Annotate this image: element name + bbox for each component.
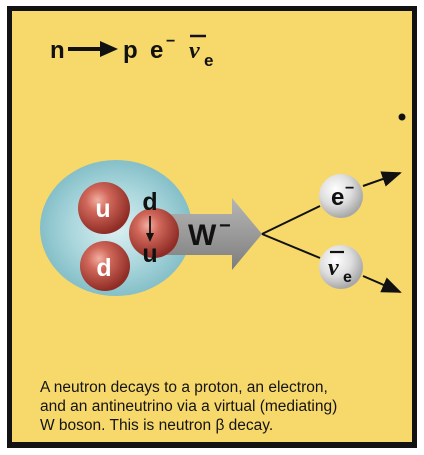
caption-line-1: A neutron decays to a proton, an electro…	[40, 379, 328, 396]
electron-charge: −	[345, 180, 354, 197]
decay-lines	[261, 171, 402, 293]
quark-d-bottom	[80, 241, 130, 291]
equation-neutron: n	[50, 37, 65, 64]
antineutrino-sub: e	[343, 269, 352, 286]
w-boson-arrow	[160, 198, 262, 270]
electron-label: e	[331, 184, 344, 211]
equation-arrow-icon	[68, 41, 118, 57]
caption-line-2: and an antineutrino via a virtual (media…	[40, 398, 338, 415]
equation-antineutrino: ν	[189, 38, 200, 64]
antineutrino-ball	[319, 245, 363, 289]
electron-arrow-icon	[362, 171, 402, 187]
antineutrino-arrow-icon	[362, 275, 402, 293]
quark-d-transforming-label: d	[142, 188, 157, 216]
decay-equation: n p e − ν e	[50, 33, 213, 70]
equation-antineutrino-sub: e	[204, 51, 213, 70]
dot-mark	[398, 113, 406, 121]
equation-electron: e	[150, 37, 163, 64]
equation-electron-charge: −	[166, 33, 175, 50]
electron: e −	[319, 174, 363, 218]
equation-proton: p	[123, 37, 138, 64]
quark-u-produced-label: u	[142, 240, 157, 268]
antineutrino-label: ν	[328, 255, 339, 281]
caption: A neutron decays to a proton, an electro…	[40, 378, 410, 435]
w-boson-label: W	[188, 219, 217, 252]
w-boson-charge: −	[219, 215, 231, 237]
electron-ball	[319, 174, 363, 218]
quark-transition-arrow-icon	[146, 216, 154, 242]
neutron: u d u d W −	[40, 160, 262, 296]
quark-d-bottom-label: d	[96, 254, 111, 282]
quark-u-top-label: u	[95, 195, 110, 223]
quark-u-top	[78, 182, 130, 234]
caption-line-3: W boson. This is neutron β decay.	[40, 417, 274, 434]
antineutrino: ν e	[319, 245, 363, 289]
